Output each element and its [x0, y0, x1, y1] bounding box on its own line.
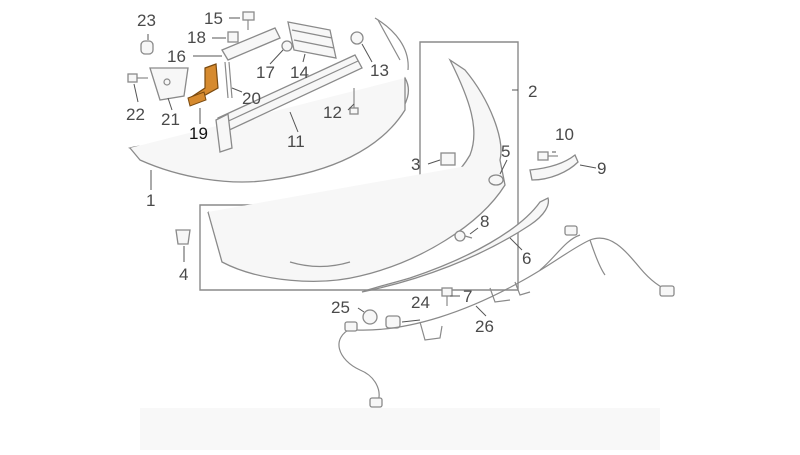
callout-14[interactable]: 14	[290, 63, 309, 82]
part-25-sensor-ring[interactable]	[362, 309, 378, 325]
part-21-side-bracket[interactable]	[149, 67, 189, 101]
part-15-screw[interactable]	[242, 11, 255, 30]
callout-11[interactable]: 11	[287, 132, 305, 151]
footer-band	[140, 408, 660, 450]
part-5-plug[interactable]	[488, 174, 504, 186]
part-23-grommet[interactable]	[140, 40, 154, 55]
callout-6[interactable]: 6	[522, 249, 531, 268]
callout-13[interactable]: 13	[370, 61, 389, 80]
part-1-bumper-upper[interactable]	[128, 17, 409, 183]
part-14-bracket[interactable]	[287, 21, 337, 59]
callout-3[interactable]: 3	[411, 155, 420, 174]
callout-23[interactable]: 23	[137, 11, 156, 30]
callout-4[interactable]: 4	[179, 265, 188, 284]
part-8-fastener[interactable]	[454, 230, 473, 242]
callout-20[interactable]: 20	[242, 89, 261, 108]
callout-26[interactable]: 26	[475, 317, 494, 336]
part-13-nut[interactable]	[350, 31, 364, 45]
callout-9[interactable]: 9	[597, 159, 606, 178]
callout-25[interactable]: 25	[331, 298, 350, 317]
callout-labels: 1 2 3 4 5 6 7 8 9 10 11 12 13 14 15 16 1…	[126, 9, 606, 336]
callout-1[interactable]: 1	[146, 191, 155, 210]
part-24-sensor[interactable]	[385, 315, 401, 329]
callout-24[interactable]: 24	[411, 293, 430, 312]
callout-10[interactable]: 10	[555, 125, 574, 144]
part-18-nut[interactable]	[227, 31, 239, 43]
part-2-bumper-lower[interactable]	[207, 58, 506, 282]
part-9-reflector[interactable]	[529, 153, 579, 181]
part-16-rail[interactable]	[221, 27, 281, 61]
part-3-clip[interactable]	[440, 152, 456, 166]
part-22-bolt[interactable]	[127, 73, 148, 83]
callout-15[interactable]: 15	[204, 9, 223, 28]
callout-18[interactable]: 18	[187, 28, 206, 47]
part-6-trim-strip[interactable]	[361, 197, 550, 293]
leader-lines	[133, 17, 597, 323]
part-12-bolt[interactable]	[349, 88, 359, 115]
callout-8[interactable]: 8	[480, 212, 489, 231]
callout-17[interactable]: 17	[256, 63, 275, 82]
part-26-wiring-harness[interactable]	[338, 225, 675, 408]
callout-5[interactable]: 5	[501, 142, 510, 161]
part-7-screw[interactable]	[441, 287, 453, 306]
part-10-screw[interactable]	[537, 151, 558, 161]
part-19-highlighted-bracket[interactable]	[187, 63, 219, 107]
callout-2[interactable]: 2	[528, 82, 537, 101]
callout-21[interactable]: 21	[161, 110, 180, 129]
part-11-reinforcement[interactable]	[215, 54, 363, 153]
callout-19[interactable]: 19	[189, 124, 208, 143]
callout-16[interactable]: 16	[167, 47, 186, 66]
callout-22[interactable]: 22	[126, 105, 145, 124]
part-17-clip[interactable]	[281, 40, 293, 52]
callout-7[interactable]: 7	[463, 287, 472, 306]
part-4-clip[interactable]	[175, 229, 191, 245]
callout-12[interactable]: 12	[323, 103, 342, 122]
part-20-rod[interactable]	[224, 61, 233, 99]
